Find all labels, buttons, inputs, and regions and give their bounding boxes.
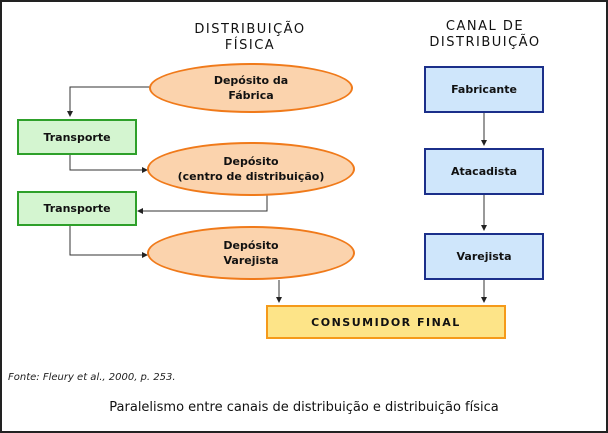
final-consumer: CONSUMIDOR FINAL bbox=[266, 305, 506, 339]
heading-line: DISTRIBUIÇÃO bbox=[194, 22, 306, 37]
deposit-label: Fábrica bbox=[228, 89, 274, 102]
final-consumer-label: CONSUMIDOR FINAL bbox=[311, 315, 461, 329]
heading-line: DISTRIBUIÇÃO bbox=[429, 35, 541, 50]
transport-box-1: Transporte bbox=[17, 119, 137, 155]
transport-box-2: Transporte bbox=[17, 191, 137, 226]
deposit-label: Depósito bbox=[223, 239, 279, 252]
arrow-transport2-to-deposit3 bbox=[69, 226, 148, 258]
transport-label: Transporte bbox=[43, 130, 111, 144]
heading-line: FÍSICA bbox=[224, 38, 276, 53]
arrow-deposit2-to-transport2 bbox=[137, 195, 268, 214]
channel-label: Atacadista bbox=[450, 165, 517, 178]
arrow-deposit1-to-transport1 bbox=[67, 86, 150, 117]
channel-wholesaler: Atacadista bbox=[424, 148, 544, 195]
heading-line: CANAL DE bbox=[445, 19, 525, 34]
heading-physical-distribution: DISTRIBUIÇÃO FÍSICA bbox=[170, 22, 330, 54]
transport-label: Transporte bbox=[43, 202, 111, 215]
deposit-label: Varejista bbox=[223, 254, 279, 267]
deposit-retail: Depósito Varejista bbox=[147, 226, 355, 280]
channel-manufacturer: Fabricante bbox=[424, 66, 544, 113]
channel-retailer: Varejista bbox=[424, 233, 544, 280]
deposit-label: Depósito bbox=[223, 155, 279, 168]
deposit-factory: Depósito da Fábrica bbox=[149, 63, 353, 113]
deposit-label: (centro de distribuição) bbox=[177, 170, 325, 183]
figure-caption: Paralelismo entre canais de distribuição… bbox=[109, 400, 499, 415]
source-citation: Fonte: Fleury et al., 2000, p. 253. bbox=[8, 372, 176, 383]
arrow-transport1-to-deposit2 bbox=[69, 155, 148, 173]
channel-label: Fabricante bbox=[451, 83, 517, 96]
heading-distribution-channel: CANAL DE DISTRIBUIÇÃO bbox=[405, 19, 565, 51]
deposit-label: Depósito da bbox=[213, 74, 289, 87]
channel-label: Varejista bbox=[456, 250, 512, 263]
deposit-distribution-center: Depósito (centro de distribuição) bbox=[147, 142, 355, 196]
